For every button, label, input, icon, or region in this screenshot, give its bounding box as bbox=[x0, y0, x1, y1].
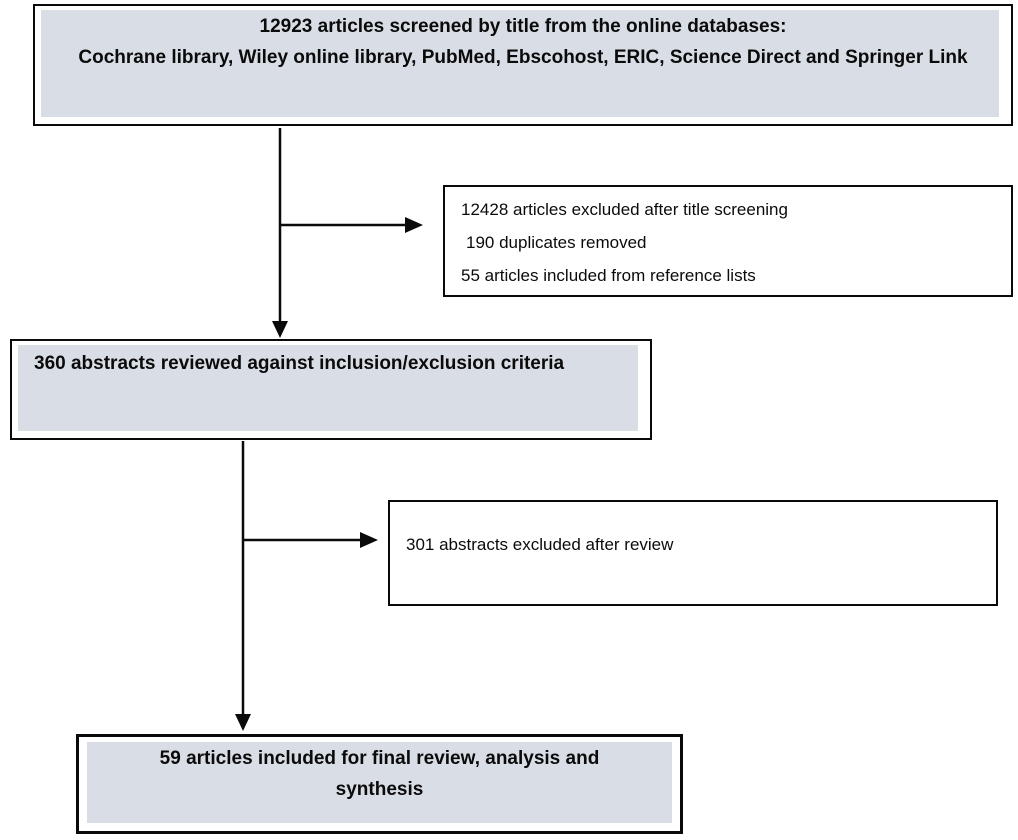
review-excluded-box: 301 abstracts excluded after review bbox=[388, 500, 998, 606]
title-excluded-line2: 190 duplicates removed bbox=[466, 233, 647, 252]
title-excluded-line3: 55 articles included from reference list… bbox=[461, 266, 756, 285]
arrowhead-abstracts-to-final bbox=[235, 714, 251, 731]
arrowhead-branch-review-excluded bbox=[360, 532, 378, 548]
screened-articles-box: 12923 articles screened by title from th… bbox=[33, 4, 1013, 126]
review-excluded-text: 301 abstracts excluded after review bbox=[406, 535, 674, 554]
arrowhead-branch-title-excluded bbox=[405, 217, 423, 233]
abstracts-reviewed-box: 360 abstracts reviewed against inclusion… bbox=[10, 339, 652, 440]
screened-articles-line1: 12923 articles screened by title from th… bbox=[259, 16, 787, 37]
arrowhead-screened-to-abstracts bbox=[272, 321, 288, 338]
title-excluded-box: 12428 articles excluded after title scre… bbox=[443, 185, 1013, 297]
final-included-box: 59 articles included for final review, a… bbox=[76, 734, 683, 834]
title-excluded-line1: 12428 articles excluded after title scre… bbox=[461, 200, 788, 219]
screened-articles-text: 12923 articles screened by title from th… bbox=[35, 6, 1011, 73]
abstracts-reviewed-box-fill bbox=[18, 345, 638, 431]
screened-articles-box-fill bbox=[41, 10, 999, 117]
title-excluded-text: 12428 articles excluded after title scre… bbox=[445, 187, 1011, 292]
final-included-text: 59 articles included for final review, a… bbox=[159, 748, 600, 800]
screened-articles-line2: Cochrane library, Wiley online library, … bbox=[78, 47, 968, 68]
final-included-box-fill bbox=[87, 742, 672, 823]
abstracts-reviewed-text: 360 abstracts reviewed against inclusion… bbox=[34, 353, 565, 374]
